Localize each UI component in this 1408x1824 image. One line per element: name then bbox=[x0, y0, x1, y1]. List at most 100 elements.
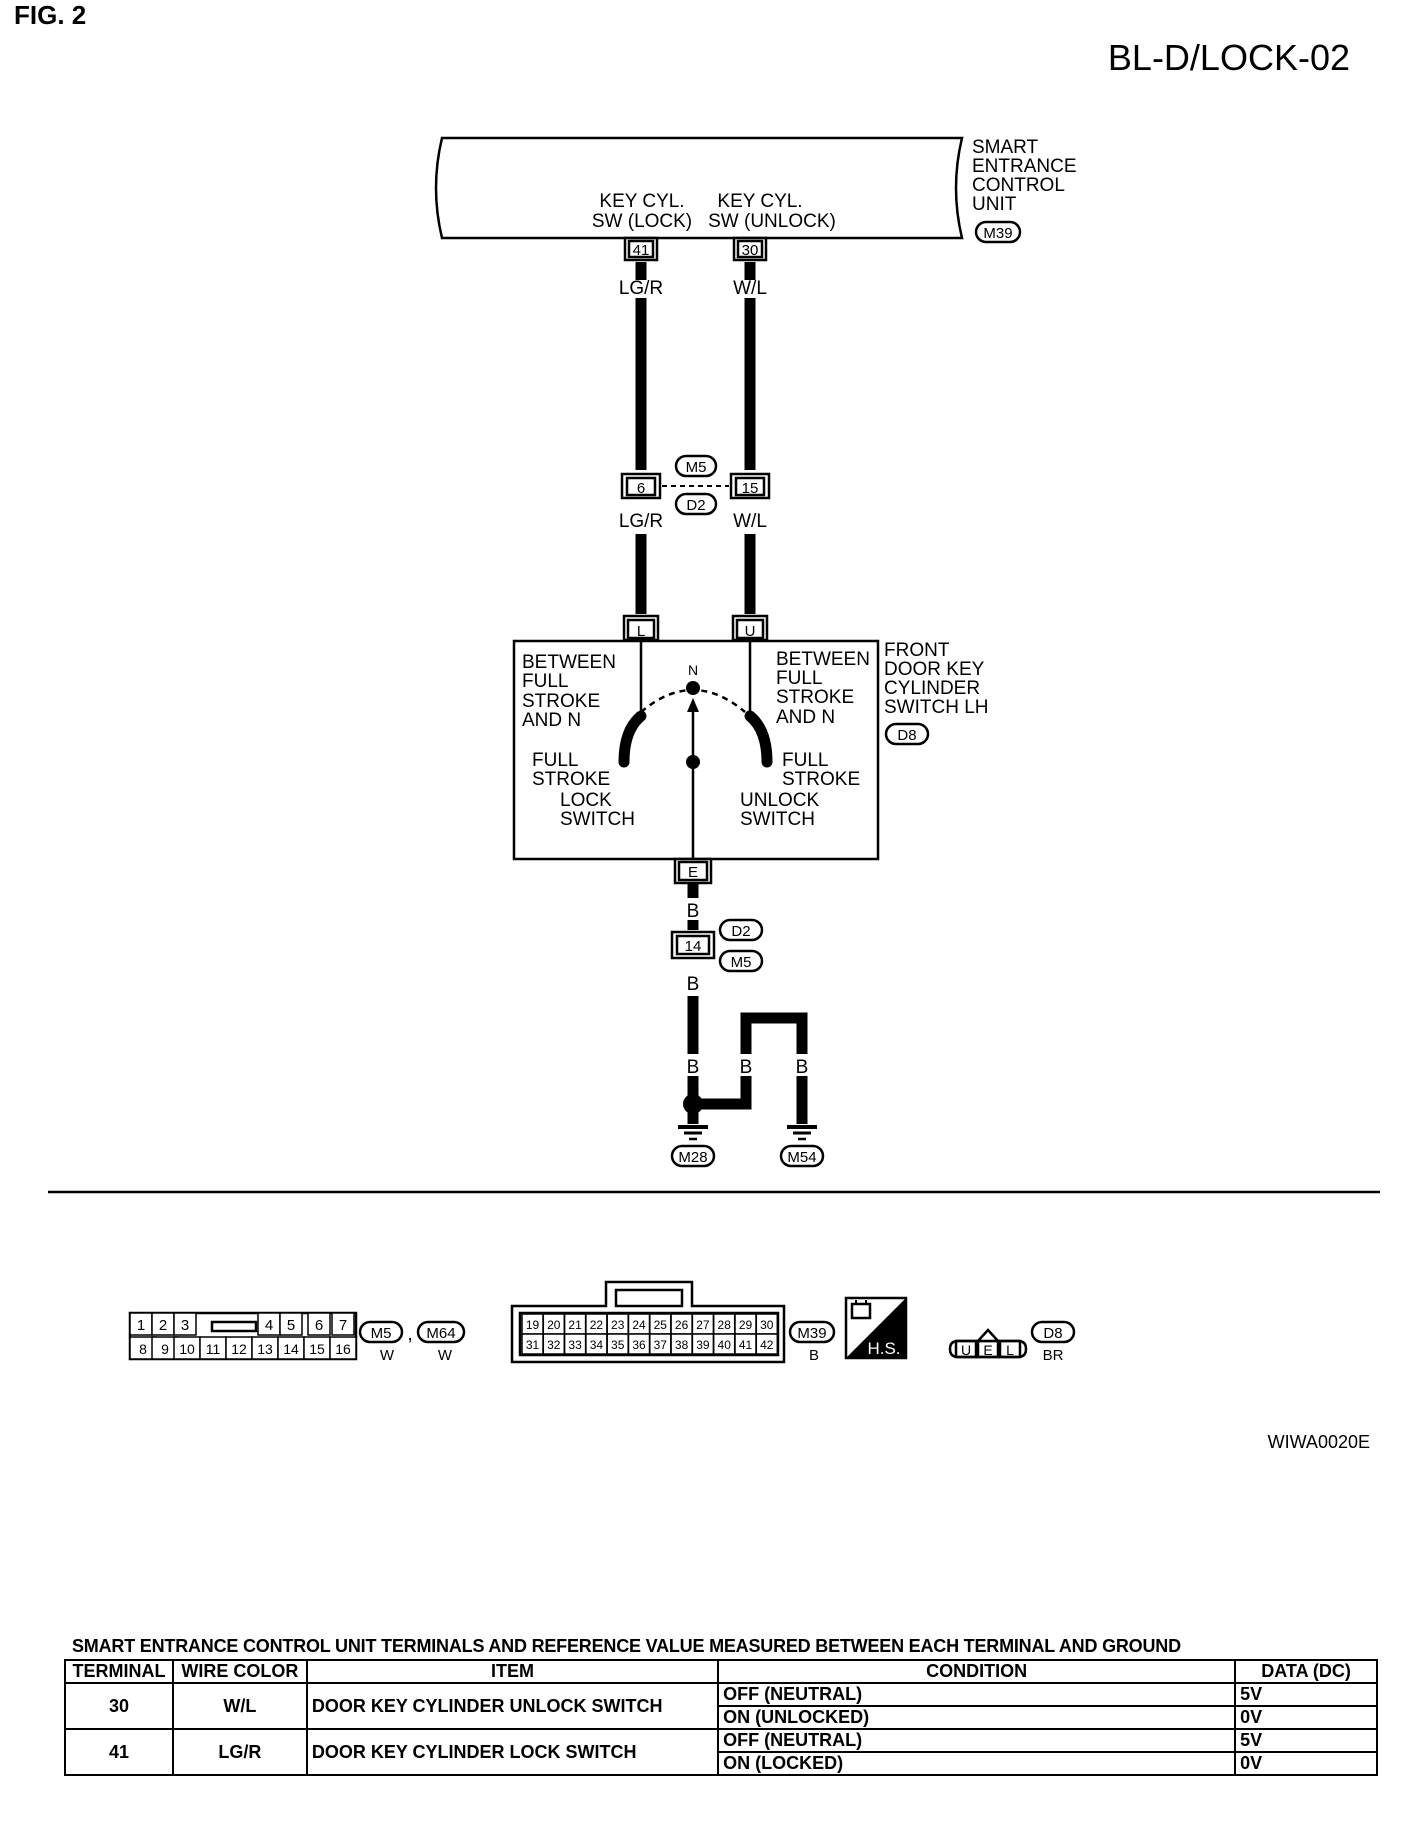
hs-badge: H.S. bbox=[844, 1296, 908, 1360]
image-code: WIWA0020E bbox=[1268, 1432, 1370, 1452]
left-lower-4: SWITCH bbox=[560, 809, 635, 830]
left-lower-2: STROKE bbox=[532, 769, 610, 790]
wire-ground-color-4: B bbox=[740, 1057, 753, 1078]
door-pin-U-label: U bbox=[745, 623, 756, 640]
connector-pin-number: 16 bbox=[335, 1341, 351, 1357]
m5-view-color-1: W bbox=[380, 1347, 395, 1364]
connector-pin-number: 2 bbox=[159, 1317, 167, 1334]
ground-m28-id: M28 bbox=[678, 1149, 707, 1166]
table-row: ON (LOCKED) 0V bbox=[65, 1751, 1378, 1776]
connector-pin-number: 14 bbox=[283, 1341, 299, 1357]
connector-pin-cell bbox=[173, 1312, 197, 1336]
right-lower-3: UNLOCK bbox=[740, 790, 820, 811]
wiring-diagram: FIG. 2 BL-D/LOCK-02 SMART ENTRANCE CONTR… bbox=[14, 0, 1380, 1452]
right-lower-4: SWITCH bbox=[740, 809, 815, 830]
connector-pin-number: 1 bbox=[137, 1317, 145, 1334]
pin-41: 41 bbox=[623, 236, 659, 262]
connector-pin-number: 30 bbox=[760, 1318, 774, 1332]
header-wire-color: WIRE COLOR bbox=[171, 1659, 308, 1684]
connector-pin-number: 5 bbox=[287, 1317, 295, 1334]
connector-pin-number: 25 bbox=[654, 1318, 668, 1332]
wire-ground-color-5: B bbox=[796, 1057, 809, 1078]
connector-pin-number: 21 bbox=[568, 1318, 582, 1332]
ground-inline-connector: 14 D2 M5 bbox=[670, 918, 764, 973]
pin-unlock-label-2: SW (UNLOCK) bbox=[708, 211, 836, 232]
left-upper-3: STROKE bbox=[522, 691, 600, 712]
connector-pin-number: 8 bbox=[139, 1341, 147, 1357]
connector-pin-number: 19 bbox=[526, 1318, 540, 1332]
connector-pin-cell bbox=[329, 1336, 357, 1360]
connector-pin-number: 39 bbox=[696, 1338, 710, 1352]
lock-contact bbox=[618, 710, 647, 768]
door-pin-E-label: E bbox=[688, 864, 698, 881]
ground-m28: M28 bbox=[670, 1125, 716, 1168]
wire-ground-color-1: B bbox=[687, 901, 700, 922]
control-unit-name-1: SMART bbox=[972, 137, 1039, 158]
cell-data: 0V bbox=[1234, 1705, 1378, 1730]
ground-inline-pin: 14 bbox=[685, 938, 702, 955]
connector-pin-number: 4 bbox=[265, 1317, 273, 1334]
pin-lock-label-1: KEY CYL. bbox=[599, 191, 684, 212]
connector-pin-number: 10 bbox=[179, 1341, 195, 1357]
connector-pin-number: 20 bbox=[547, 1318, 561, 1332]
cell-condition: ON (UNLOCKED) bbox=[717, 1705, 1237, 1730]
m39-view-id: M39 bbox=[797, 1325, 826, 1342]
control-unit-connector-badge: M39 bbox=[974, 220, 1022, 244]
door-key-cylinder-switch: FRONT DOOR KEY CYLINDER SWITCH LH D8 BET… bbox=[512, 639, 989, 861]
cell-wire-color: LG/R bbox=[171, 1728, 308, 1776]
table-row: 30 W/L DOOR KEY CYLINDER UNLOCK SWITCH O… bbox=[64, 1682, 1378, 1730]
left-upper-1: BETWEEN bbox=[522, 652, 616, 673]
terminal-table: TERMINAL WIRE COLOR ITEM CONDITION DATA … bbox=[64, 1659, 1378, 1776]
connector-pin-number: 38 bbox=[675, 1338, 689, 1352]
m5-view-id-1: M5 bbox=[371, 1325, 392, 1342]
door-switch-connector-id: D8 bbox=[897, 727, 916, 744]
cell-condition: OFF (NEUTRAL) bbox=[717, 1682, 1237, 1707]
control-unit: SMART ENTRANCE CONTROL UNIT M39 KEY CYL.… bbox=[434, 136, 1077, 244]
cell-data: 5V bbox=[1234, 1682, 1378, 1707]
wire-ground-color-3: B bbox=[687, 1057, 700, 1078]
wire-unlock-color-2: W/L bbox=[733, 511, 767, 532]
connector-pin-number: 37 bbox=[654, 1338, 668, 1352]
connector-pin-number: 34 bbox=[590, 1338, 604, 1352]
connector-pin-number: 6 bbox=[315, 1317, 323, 1334]
pin-30: 30 bbox=[732, 236, 768, 262]
connector-view-d8: U E L D8 BR bbox=[948, 1320, 1076, 1364]
cell-item: DOOR KEY CYLINDER LOCK SWITCH bbox=[305, 1728, 720, 1776]
control-unit-name-2: ENTRANCE bbox=[972, 156, 1077, 177]
connector-pin-number: 41 bbox=[739, 1338, 753, 1352]
m5-view-color-2: W bbox=[438, 1347, 453, 1364]
right-upper-1: BETWEEN bbox=[776, 649, 870, 670]
cell-data: 5V bbox=[1234, 1728, 1378, 1753]
connector-pin-number: 23 bbox=[611, 1318, 625, 1332]
cell-item: DOOR KEY CYLINDER UNLOCK SWITCH bbox=[305, 1682, 720, 1730]
left-upper-4: AND N bbox=[522, 710, 581, 731]
m39-view-color: B bbox=[809, 1347, 819, 1364]
connector-pin-number: 35 bbox=[611, 1338, 625, 1352]
hs-label: H.S. bbox=[867, 1339, 900, 1358]
ground-inline-top-id: D2 bbox=[731, 923, 750, 940]
left-upper-2: FULL bbox=[522, 671, 568, 692]
door-switch-name-4: SWITCH LH bbox=[884, 697, 989, 718]
inline-pin-6: 6 bbox=[637, 480, 645, 497]
connector-pin-number: 29 bbox=[739, 1318, 753, 1332]
diagram-code: BL-D/LOCK-02 bbox=[1108, 37, 1350, 78]
connector-pin-number: 36 bbox=[632, 1338, 646, 1352]
connector-pin-number: 33 bbox=[568, 1338, 582, 1352]
table-row: 41 LG/R DOOR KEY CYLINDER LOCK SWITCH OF… bbox=[64, 1728, 1378, 1776]
connector-pin-number: 28 bbox=[718, 1318, 732, 1332]
inline-connector-bottom-id: D2 bbox=[686, 497, 705, 514]
door-pin-U: U bbox=[731, 614, 769, 642]
table-title: SMART ENTRANCE CONTROL UNIT TERMINALS AN… bbox=[72, 1636, 1181, 1656]
control-unit-name-3: CONTROL bbox=[972, 175, 1065, 196]
connector-pin-cell bbox=[331, 1312, 355, 1336]
wire-lock-color-label: LG/R bbox=[619, 278, 663, 299]
connector-pin-number: 40 bbox=[718, 1338, 732, 1352]
header-data: DATA (DC) bbox=[1234, 1659, 1378, 1684]
connector-pin-number: 9 bbox=[161, 1341, 169, 1357]
connector-pin-number: 13 bbox=[257, 1341, 273, 1357]
cell-wire-color: W/L bbox=[171, 1682, 308, 1730]
header-terminal: TERMINAL bbox=[64, 1659, 174, 1684]
control-unit-name-4: UNIT bbox=[972, 194, 1017, 215]
